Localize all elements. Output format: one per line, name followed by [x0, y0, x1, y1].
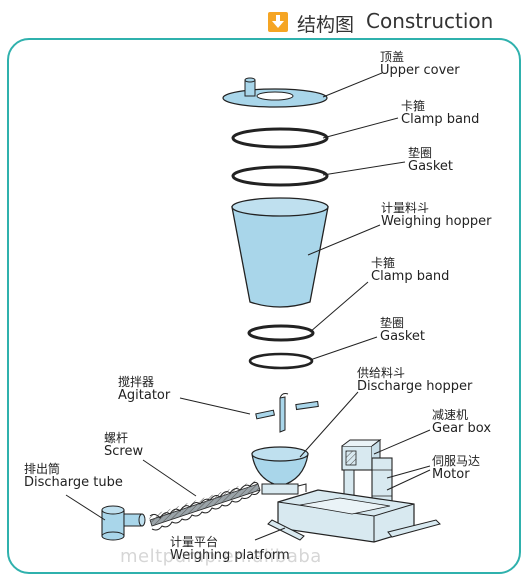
- label-discharge-tube: 排出筒 Discharge tube: [24, 462, 123, 490]
- watermark: meltpump.en.alibaba: [120, 546, 322, 567]
- label-gasket-1: 垫圈 Gasket: [408, 146, 453, 174]
- label-gasket-2: 垫圈 Gasket: [380, 316, 425, 344]
- discharge-hopper-part: [251, 446, 309, 495]
- label-gear-box: 减速机 Gear box: [432, 408, 492, 436]
- label-weighing-hopper: 计量料斗 Weighing hopper: [381, 201, 492, 229]
- upper-cover-part: [222, 77, 328, 108]
- label-clamp-band-1: 卡箍 Clamp band: [401, 99, 480, 127]
- leader-lines: [65, 72, 431, 541]
- diagram-frame: [7, 38, 521, 574]
- label-discharge-hopper: 供给料斗 Discharge hopper: [357, 366, 473, 394]
- label-clamp-band-2: 卡箍 Clamp band: [371, 256, 450, 284]
- gasket-1-part: [231, 165, 329, 187]
- label-weighing-platform: 计量平台 Weighing platform: [170, 535, 290, 563]
- screw-part: [148, 480, 261, 531]
- label-screw: 螺杆 Screw: [104, 431, 144, 459]
- discharge-tube-part: [101, 505, 146, 541]
- weighing-platform-part: [267, 489, 441, 543]
- header: 结构图 Construction: [0, 0, 529, 40]
- weighing-hopper-part: [231, 197, 329, 308]
- agitator-part: [255, 393, 319, 433]
- clamp-band-1-part: [231, 127, 329, 149]
- arrow-down-icon: [268, 12, 288, 32]
- label-agitator: 搅拌器 Agitator: [118, 375, 171, 403]
- label-motor: 伺服马达 Motor: [432, 454, 481, 482]
- title-english: Construction: [366, 9, 494, 33]
- label-upper-cover: 顶盖 Upper cover: [380, 50, 460, 78]
- title-chinese: 结构图: [297, 14, 355, 36]
- clamp-band-2-part: [247, 324, 315, 342]
- gasket-2-part: [248, 352, 314, 370]
